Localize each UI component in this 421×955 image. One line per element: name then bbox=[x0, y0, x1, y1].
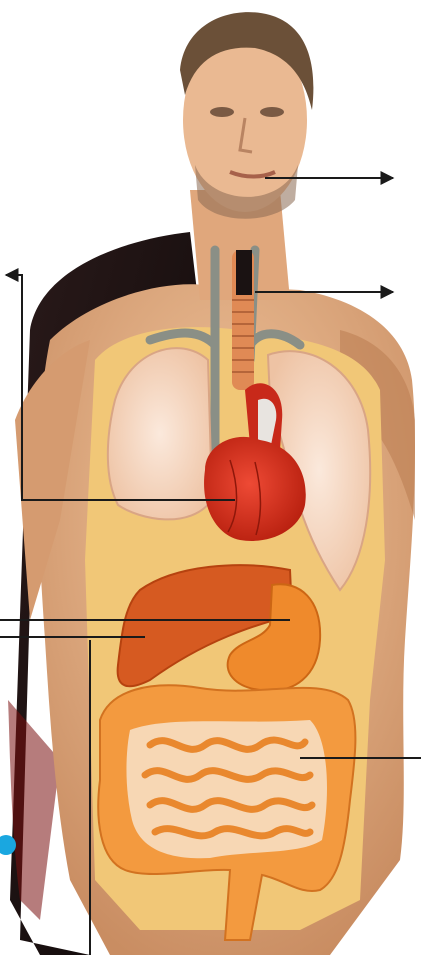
head bbox=[180, 12, 313, 219]
trachea bbox=[232, 250, 254, 390]
small-intestine bbox=[126, 720, 327, 858]
